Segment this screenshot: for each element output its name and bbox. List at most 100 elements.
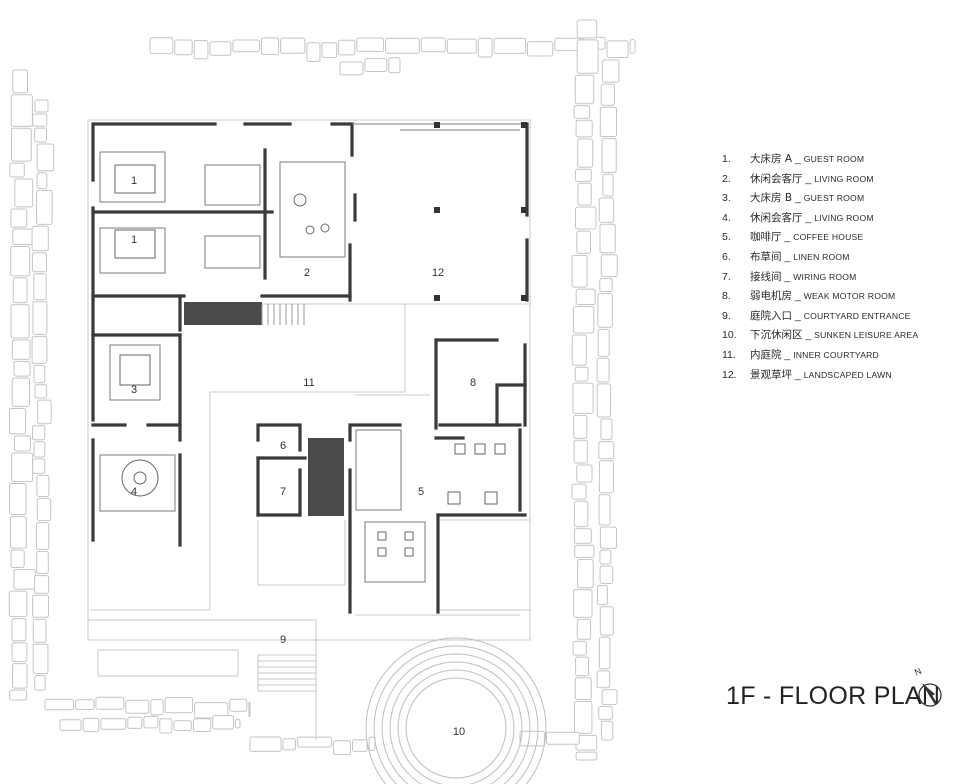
- stone: [596, 357, 610, 383]
- legend-en: LIVING ROOM: [814, 173, 874, 184]
- stone: [598, 441, 615, 460]
- stone: [601, 689, 618, 706]
- room-legend: 1.大床房 A _ GUEST ROOM 2.休闲会客厅 _ LIVING RO…: [722, 150, 952, 385]
- north-arrow-icon: N: [913, 666, 942, 707]
- dark-stairs: [184, 302, 344, 516]
- stone: [598, 706, 613, 720]
- stone: [33, 441, 46, 458]
- stair-treads: [261, 304, 305, 325]
- stone: [32, 594, 49, 618]
- stone: [143, 715, 159, 729]
- stone: [13, 569, 36, 590]
- stone: [599, 549, 612, 565]
- furniture: [114, 164, 506, 557]
- stone: [34, 575, 50, 594]
- legend-item: 8.弱电机房 _ WEAK MOTOR ROOM: [722, 287, 952, 307]
- stone: [598, 636, 611, 670]
- room-label-10: 10: [453, 726, 465, 738]
- legend-en: WEAK MOTOR ROOM: [803, 291, 896, 302]
- stone: [33, 364, 46, 384]
- stone: [601, 138, 617, 173]
- stone: [574, 677, 592, 700]
- stone: [493, 37, 527, 54]
- stone: [599, 526, 618, 549]
- stone: [597, 293, 613, 328]
- stone: [149, 37, 174, 54]
- stone: [36, 498, 52, 522]
- stone: [34, 127, 47, 143]
- sunken-plaza: [365, 637, 547, 784]
- room-label-5: 5: [418, 486, 424, 498]
- stone: [32, 643, 49, 674]
- columns: [434, 122, 527, 301]
- stone: [34, 384, 48, 399]
- stone: [574, 528, 592, 544]
- stone: [600, 254, 618, 277]
- stone: [576, 19, 598, 39]
- stone: [574, 366, 589, 382]
- legend-item: 3.大床房 B _ GUEST ROOM: [722, 189, 952, 209]
- legend-cn: 下沉休闲区: [750, 329, 803, 342]
- legend-cn: 弱电机房: [750, 290, 792, 303]
- stone: [599, 223, 616, 254]
- stone: [31, 335, 48, 364]
- stone: [364, 58, 388, 72]
- room-label-1b: 1: [131, 234, 137, 246]
- stone: [194, 702, 229, 719]
- stone: [36, 143, 55, 172]
- stone: [35, 522, 50, 550]
- legend-item: 2.休闲会客厅 _ LIVING ROOM: [722, 170, 952, 190]
- stone: [420, 37, 446, 53]
- stone: [36, 550, 49, 575]
- stone: [10, 304, 30, 339]
- stone: [232, 39, 260, 53]
- stone: [10, 516, 27, 549]
- stone: [37, 399, 52, 425]
- stone: [572, 382, 594, 414]
- stone: [44, 698, 75, 711]
- stone: [573, 500, 589, 528]
- stone: [234, 719, 241, 729]
- stone: [13, 360, 31, 377]
- legend-cn: 景观草坪: [750, 368, 792, 381]
- stone: [606, 40, 629, 59]
- stone: [11, 452, 34, 483]
- stone: [11, 642, 28, 663]
- legend-num: 5.: [722, 231, 731, 244]
- stone: [575, 656, 589, 677]
- site-lines: [87, 119, 531, 740]
- legend-item: 5.咖啡厅 _ COFFEE HOUSE: [722, 228, 952, 248]
- stone: [12, 277, 28, 304]
- room-label-6: 6: [280, 440, 286, 452]
- stone: [574, 74, 595, 105]
- stone: [36, 474, 50, 497]
- legend-num: 9.: [722, 309, 731, 322]
- north-label: N: [913, 666, 923, 678]
- legend-cn: 咖啡厅: [750, 231, 782, 244]
- stone: [100, 718, 127, 730]
- legend-num: 1.: [722, 153, 731, 165]
- legend-cn: 布草间: [750, 250, 782, 263]
- stone: [571, 334, 587, 366]
- stone: [9, 689, 28, 701]
- stone: [629, 39, 636, 54]
- legend-en: LANDSCAPED LAWN: [803, 369, 892, 380]
- room-label-8: 8: [470, 377, 476, 389]
- stone: [573, 439, 588, 464]
- legend-en: INNER COURTYARD: [793, 349, 879, 360]
- stone: [572, 640, 587, 656]
- stone: [11, 377, 30, 407]
- room-label-7: 7: [280, 486, 286, 498]
- stone: [95, 696, 125, 710]
- room-label-9: 9: [280, 634, 286, 646]
- stone: [36, 190, 53, 225]
- stone: [31, 252, 48, 273]
- stone: [577, 558, 594, 589]
- stone: [596, 670, 611, 689]
- room-label-11: 11: [303, 377, 314, 389]
- stone: [598, 494, 611, 526]
- stone: [12, 228, 35, 245]
- stone: [82, 717, 100, 733]
- legend-en: LINEN ROOM: [793, 251, 850, 262]
